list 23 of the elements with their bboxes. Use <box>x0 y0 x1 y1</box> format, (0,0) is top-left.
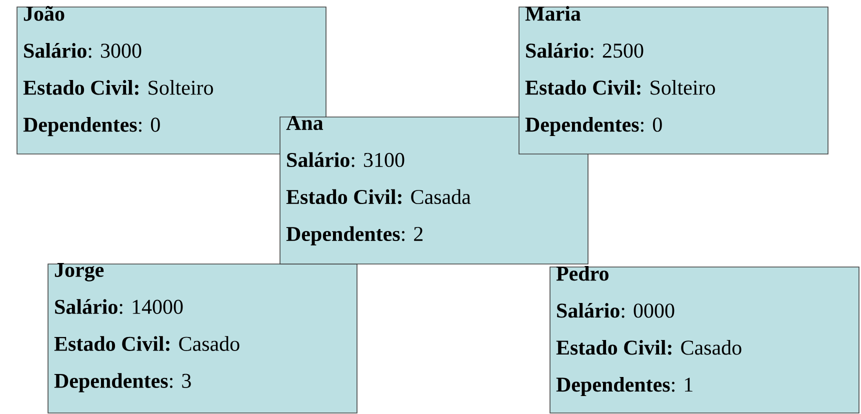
text-line: Estado Civil: Solteiro <box>525 80 715 95</box>
text-line: Ana <box>286 116 324 130</box>
text-line: Dependentes: 1 <box>556 377 692 396</box>
text-line: Maria <box>525 6 581 21</box>
record-box <box>550 266 860 414</box>
text-line: Salário: 0000 <box>557 302 674 318</box>
text-line: Estado Civil: Solteiro <box>23 80 213 95</box>
text-line: João <box>24 6 64 21</box>
text-line: Dependentes: 2 <box>286 226 423 246</box>
text-line: Pedro <box>556 266 608 281</box>
text-line: Dependentes: 0 <box>525 117 662 136</box>
text-line: Salário: 3100 <box>287 152 404 168</box>
text-line: Jorge <box>54 263 104 282</box>
text-line: Estado Civil: Casado <box>556 340 742 355</box>
record-box <box>48 263 358 414</box>
text-line: Dependentes: 3 <box>54 373 191 392</box>
text-line: Salário: 2500 <box>526 42 644 58</box>
text-line: Salário: 14000 <box>55 299 183 314</box>
record-box <box>518 6 828 154</box>
text-line: Salário: 3000 <box>24 43 142 58</box>
text-line: Dependentes: 0 <box>23 117 160 136</box>
text-line: Estado Civil: Casada <box>286 189 471 204</box>
text-line: Estado Civil: Casado <box>54 336 240 352</box>
